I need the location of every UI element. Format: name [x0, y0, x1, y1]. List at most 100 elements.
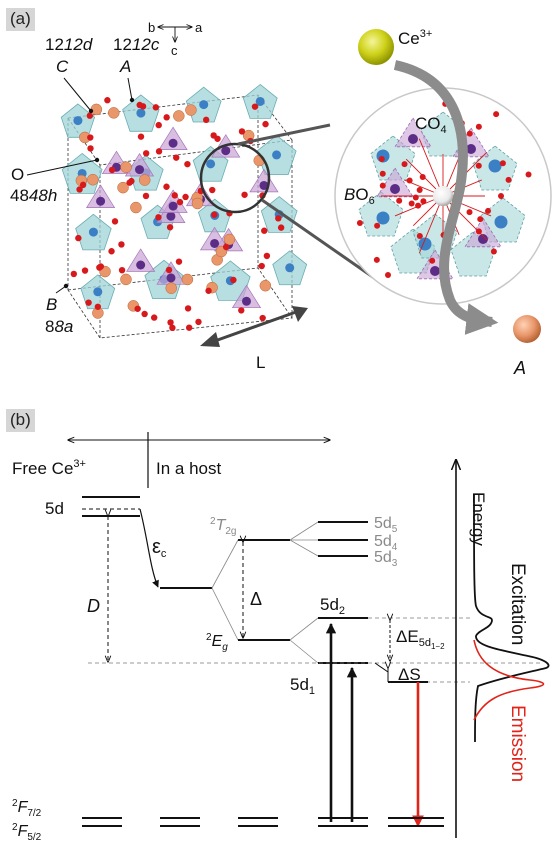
a-site-atom	[223, 233, 236, 246]
zoom-bond	[418, 195, 444, 254]
c-site-atom	[136, 260, 146, 270]
oxygen-atom	[230, 276, 237, 284]
a-site-atom	[120, 161, 132, 173]
zoom-c-site-atom	[430, 266, 440, 276]
atoms-layer	[70, 97, 285, 332]
zoom-c-site-atom	[390, 184, 400, 194]
free-ce-label: Free Ce3+	[12, 458, 86, 478]
oxygen-atom	[222, 243, 230, 251]
zoom-b-site-atom	[494, 215, 508, 229]
oxygen-atom	[79, 181, 87, 189]
panel-a-tag: (a)	[6, 8, 35, 31]
oxygen-atom	[141, 310, 148, 318]
oxygen-atom	[171, 192, 178, 199]
c-site-atom	[259, 180, 269, 190]
a-site-atom	[87, 173, 99, 186]
delta-s-label: ΔS	[398, 665, 421, 684]
c-site-atom	[168, 138, 178, 148]
a-site-sphere	[513, 315, 541, 343]
c-site-atom	[221, 146, 231, 156]
oxygen-atom	[87, 134, 94, 141]
tetrahedron	[126, 248, 156, 272]
oxygen-atom	[238, 307, 245, 314]
level-5d2-label: 5d2	[320, 595, 345, 617]
a-site-atom	[120, 273, 132, 286]
zoom-oxygen-atom	[396, 197, 403, 204]
b-site-atom	[285, 263, 295, 273]
zoom-tetrahedron	[464, 217, 502, 248]
site-b-wyckoff: 88a	[45, 317, 73, 336]
oxygen-atom	[108, 248, 115, 255]
oxygen-atom	[209, 186, 216, 194]
d-label: D	[87, 596, 100, 616]
axis-b-label: b	[148, 20, 155, 35]
zoom-oxygen-atom	[475, 123, 482, 130]
oxygen-atom	[94, 303, 102, 310]
site-12c-wyckoff: 1212c	[113, 35, 160, 54]
oxygen-atom	[205, 287, 212, 294]
zoom-oxygen-atom	[385, 271, 392, 278]
zoom-oxygen-atom	[374, 222, 381, 229]
a-site-atom	[181, 273, 194, 286]
tetrahedron	[124, 152, 155, 177]
oxygen-atom	[75, 234, 82, 242]
c-site-atom	[210, 238, 220, 248]
c-site-atom	[96, 196, 106, 206]
oxygen-atom	[97, 263, 105, 270]
b-site-atom	[93, 287, 103, 297]
in-a-host-label: In a host	[156, 459, 221, 478]
zoom-oxygen-atom	[475, 162, 482, 169]
oxygen-atom	[169, 324, 176, 332]
oxygen-atom	[85, 299, 92, 306]
selection-circle	[199, 142, 271, 214]
zoom-oxygen-atom	[378, 156, 385, 163]
oxygen-atom	[142, 192, 150, 200]
ground-state-lines	[82, 817, 444, 827]
oxygen-atom	[163, 183, 170, 190]
f72-label: 2F7/2	[12, 798, 42, 819]
oxygen-atom	[176, 198, 184, 206]
migration-arrow	[393, 60, 499, 335]
oxygen-atom	[241, 191, 248, 198]
b-site-atom	[272, 150, 282, 160]
oxygen-atom	[139, 103, 147, 110]
delta-label: Δ	[250, 589, 262, 609]
oxygen-atom	[165, 266, 173, 274]
oxygen-atom	[185, 324, 193, 331]
a-site-atom	[191, 197, 204, 210]
oxygen-atom	[108, 166, 116, 174]
oxygen-atom	[86, 112, 94, 119]
zoom-oxygen-atom	[415, 202, 422, 209]
zoom-oxygen-atom	[485, 207, 492, 214]
oxygen-atom	[155, 121, 162, 129]
zoom-tetrahedron	[376, 167, 414, 198]
zoom-oxygen-atom	[379, 182, 386, 189]
oxygen-atom	[163, 114, 170, 121]
zoom-oxygen-atom	[505, 176, 512, 183]
oxygen-atom	[251, 103, 259, 110]
oxygen-atom	[118, 266, 126, 274]
oxygen-atom	[258, 262, 265, 270]
energy-label: Energy	[469, 492, 488, 546]
b-site-atom	[136, 108, 146, 118]
zoom-c-site-atom	[466, 144, 476, 154]
site-o-wyckoff: 4848h	[10, 186, 57, 205]
site-12d-letter: C	[56, 57, 69, 76]
lattice-length-arrow: L	[200, 306, 308, 372]
eps-c-label: εc	[152, 536, 167, 560]
oxygen-atom	[155, 214, 162, 221]
ce-ion-sphere	[358, 29, 394, 65]
panel-b-tag: (b)	[6, 409, 35, 432]
bo6-label: BO6	[344, 185, 375, 207]
c-site-atom	[135, 165, 145, 175]
zoom-oxygen-atom	[490, 248, 497, 255]
c-site-atom	[242, 296, 252, 306]
site-b-letter: B	[46, 295, 57, 314]
oxygen-atom	[261, 227, 268, 234]
oxygen-atom	[175, 258, 183, 265]
oxygen-atom	[262, 120, 269, 128]
oxygen-atom	[275, 215, 282, 222]
oxygen-atom	[134, 305, 141, 312]
b-site-atom	[73, 116, 83, 126]
ce-ion-label: Ce3+	[398, 28, 432, 48]
